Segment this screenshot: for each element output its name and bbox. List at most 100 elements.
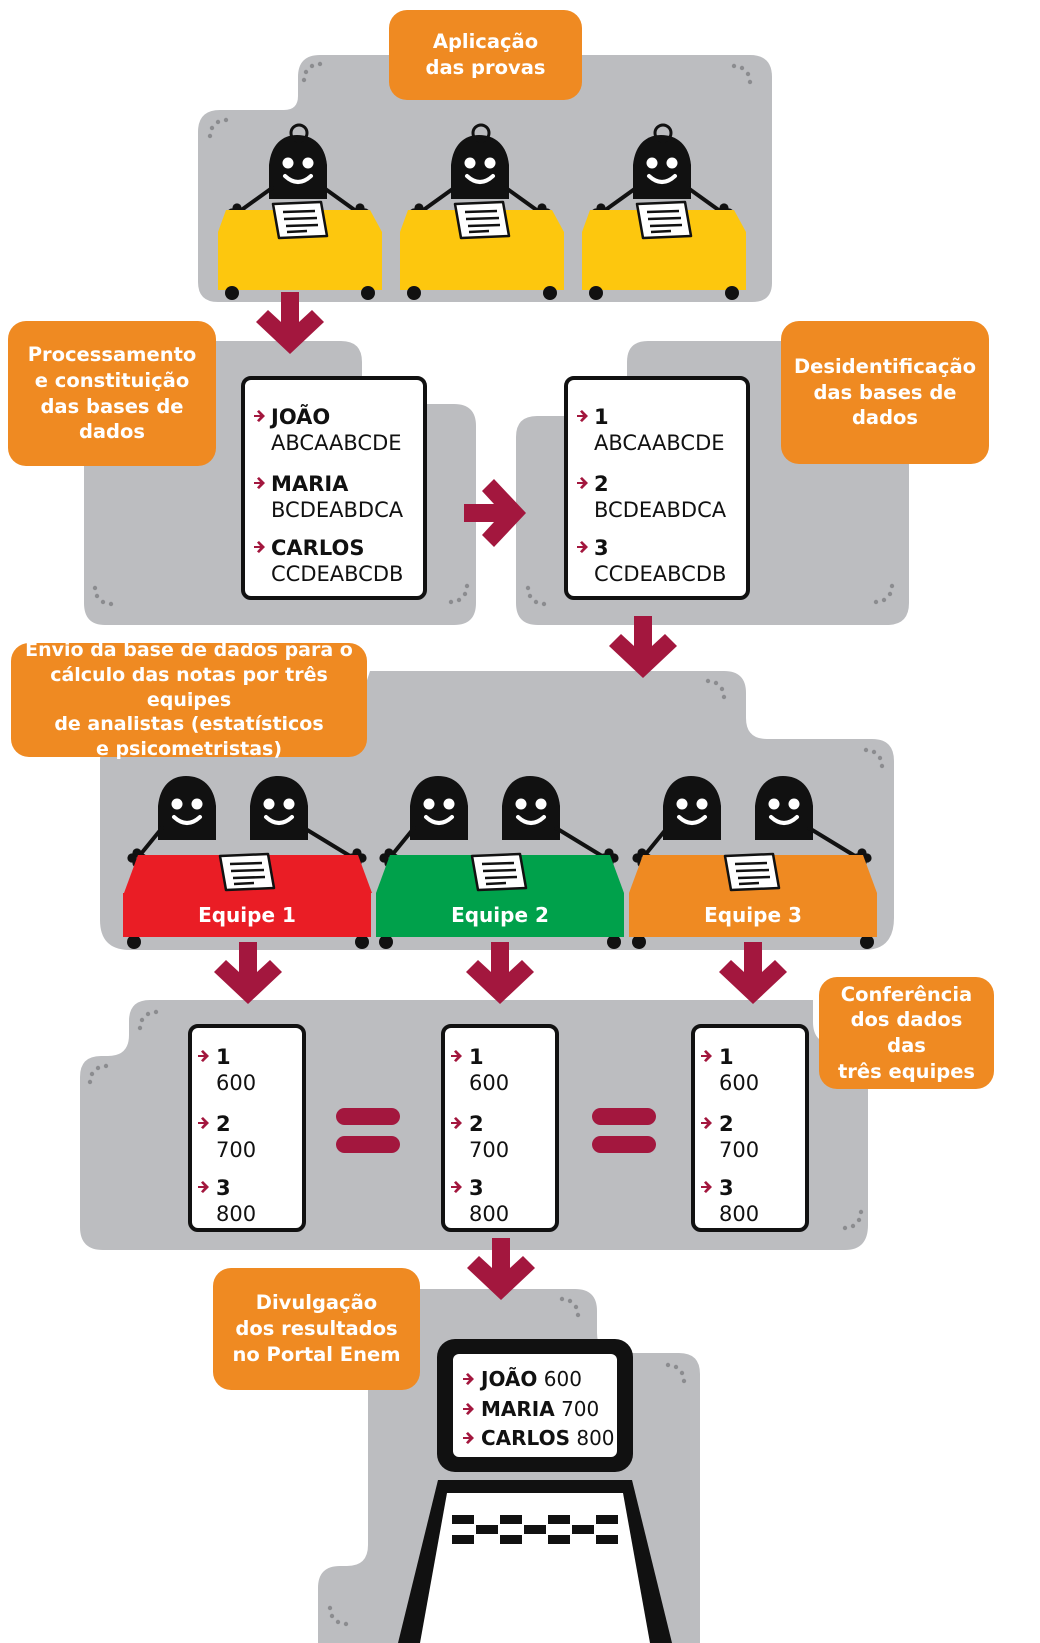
label-processamento: Processamento e constituição das bases d… <box>8 321 216 466</box>
record-entry: 1 ABCAABCDE <box>594 404 725 457</box>
label-divulgacao-line-1: Divulgação <box>255 1291 378 1315</box>
label-desidentificacao: Desidentificação das bases de dados <box>781 321 989 464</box>
record-answers: CCDEABCDB <box>271 562 404 587</box>
result-id: 2 <box>216 1112 231 1136</box>
result-id: 1 <box>216 1045 231 1069</box>
result-entry: 1 600 <box>719 1044 759 1097</box>
equals-sign-1 <box>336 1108 400 1153</box>
result-entry: 3 800 <box>216 1175 256 1228</box>
result-score: 800 <box>216 1202 257 1227</box>
bullet-arrow-icon <box>577 541 589 553</box>
bullet-arrow-icon <box>463 1432 475 1444</box>
record-answers: BCDEABDCA <box>271 498 404 523</box>
record-name: MARIA <box>271 472 349 496</box>
result-entry: 3 800 <box>719 1175 759 1228</box>
result-id: 1 <box>719 1045 734 1069</box>
analyst-team-2 <box>376 774 624 893</box>
portal-result-line: MARIA 700 <box>481 1399 599 1419</box>
label-divulgacao-line-3: no Portal Enem <box>232 1342 401 1366</box>
equals-sign-2 <box>592 1108 656 1153</box>
bullet-arrow-icon <box>701 1117 713 1129</box>
bullet-arrow-icon <box>701 1181 713 1193</box>
result-entry: 2 700 <box>469 1111 509 1164</box>
portal-result-name: JOÃO <box>481 1367 538 1391</box>
label-envio-line-2: cálculo das notas por três equipes <box>50 663 328 711</box>
bullet-arrow-icon <box>463 1373 475 1385</box>
record-entry: MARIA BCDEABDCA <box>271 471 403 524</box>
result-id: 2 <box>719 1112 734 1136</box>
result-entry: 3 800 <box>469 1175 509 1228</box>
label-envio-line-3: de analistas (estatísticos <box>54 713 324 736</box>
card-results-equipe-2: 1 600 2 700 3 800 <box>441 1024 559 1232</box>
result-score: 700 <box>216 1138 257 1163</box>
team-label-3: Equipe 3 <box>629 893 877 937</box>
label-envio-line-4: e psicometristas) <box>95 738 283 761</box>
student-desk-1 <box>218 123 382 300</box>
record-name: CARLOS <box>271 536 365 560</box>
bullet-arrow-icon <box>701 1050 713 1062</box>
record-answers: ABCAABCDE <box>594 431 725 456</box>
result-entry: 1 600 <box>216 1044 256 1097</box>
record-entry: 2 BCDEABDCA <box>594 471 726 524</box>
bullet-arrow-icon <box>451 1181 463 1193</box>
record-answers: BCDEABDCA <box>594 498 727 523</box>
record-entry: 3 CCDEABCDB <box>594 535 726 588</box>
label-desidentificacao-line-3: dados <box>851 406 919 430</box>
result-id: 2 <box>469 1112 484 1136</box>
student-desk-3 <box>582 123 746 300</box>
result-score: 800 <box>719 1202 760 1227</box>
record-answers: CCDEABCDB <box>594 562 727 587</box>
portal-result-score: 600 <box>543 1367 582 1391</box>
label-conferencia: Conferência dos dados das três equipes <box>819 977 994 1089</box>
bullet-arrow-icon <box>577 410 589 422</box>
analyst-team-1 <box>124 774 372 893</box>
label-conferencia-line-2: dos dados das <box>850 1008 963 1057</box>
result-score: 700 <box>719 1138 760 1163</box>
portal-result-name: CARLOS <box>481 1426 570 1450</box>
team-label-1: Equipe 1 <box>123 893 371 937</box>
student-desk-2 <box>400 123 564 300</box>
record-entry: CARLOS CCDEABCDB <box>271 535 403 588</box>
card-anonymized-records: 1 ABCAABCDE 2 BCDEABDCA 3 CCDEABCDB <box>564 376 750 600</box>
bullet-arrow-icon <box>451 1117 463 1129</box>
result-entry: 2 700 <box>216 1111 256 1164</box>
bullet-arrow-icon <box>451 1050 463 1062</box>
portal-result-score: 700 <box>561 1397 600 1421</box>
result-score: 800 <box>469 1202 510 1227</box>
bullet-arrow-icon <box>254 477 266 489</box>
computer-keyboard <box>398 1480 672 1643</box>
result-id: 3 <box>469 1176 484 1200</box>
result-score: 600 <box>719 1071 760 1096</box>
card-results-equipe-1: 1 600 2 700 3 800 <box>188 1024 306 1232</box>
label-processamento-line-2: e constituição <box>34 368 190 392</box>
record-entry: JOÃO ABCAABCDE <box>271 404 402 457</box>
portal-result-line: CARLOS 800 <box>481 1428 615 1448</box>
label-divulgacao: Divulgação dos resultados no Portal Enem <box>213 1268 420 1390</box>
bullet-arrow-icon <box>254 410 266 422</box>
result-id: 3 <box>216 1176 231 1200</box>
record-id: 3 <box>594 536 609 560</box>
label-processamento-line-1: Processamento <box>27 343 197 367</box>
bullet-arrow-icon <box>198 1117 210 1129</box>
team-wheels <box>127 935 874 949</box>
label-aplicacao-line-2: das provas <box>425 56 546 79</box>
bullet-arrow-icon <box>463 1403 475 1415</box>
label-desidentificacao-line-2: das bases de <box>813 380 957 404</box>
label-aplicacao: Aplicação das provas <box>389 10 582 100</box>
result-id: 3 <box>719 1176 734 1200</box>
record-id: 1 <box>594 405 609 429</box>
bullet-arrow-icon <box>198 1050 210 1062</box>
result-score: 600 <box>216 1071 257 1096</box>
result-entry: 2 700 <box>719 1111 759 1164</box>
label-conferencia-line-1: Conferência <box>840 982 973 1006</box>
label-conferencia-line-3: três equipes <box>837 1059 976 1083</box>
card-results-equipe-3: 1 600 2 700 3 800 <box>691 1024 809 1232</box>
result-id: 1 <box>469 1045 484 1069</box>
result-entry: 1 600 <box>469 1044 509 1097</box>
result-score: 700 <box>469 1138 510 1163</box>
label-processamento-line-3: das bases de <box>40 394 184 418</box>
portal-result-score: 800 <box>576 1426 615 1450</box>
bullet-arrow-icon <box>254 541 266 553</box>
computer-monitor <box>437 1339 633 1472</box>
